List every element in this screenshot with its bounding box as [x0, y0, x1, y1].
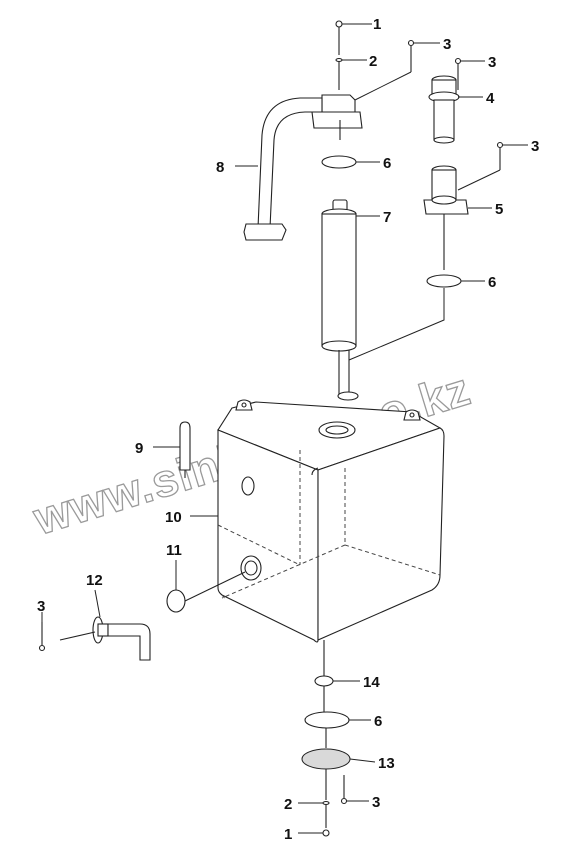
neck-leader — [348, 288, 445, 395]
callout-3-c: 3 — [531, 138, 539, 155]
callout-5: 5 — [495, 201, 503, 218]
filler-cap — [428, 75, 460, 144]
o-ring-upper — [321, 155, 357, 169]
screw-a — [354, 39, 415, 101]
screw-e — [340, 775, 348, 805]
callout-3-e: 3 — [372, 794, 380, 811]
screw-c — [457, 141, 504, 191]
callout-2-top: 2 — [369, 53, 377, 70]
o-ring-middle — [426, 274, 462, 288]
callout-6-b: 6 — [488, 274, 496, 291]
callout-3-b: 3 — [488, 54, 496, 71]
callout-2-bottom: 2 — [284, 796, 292, 813]
bottom-drain-assembly — [301, 640, 351, 837]
pipe-assembly — [243, 94, 363, 241]
callout-11: 11 — [166, 542, 182, 559]
callout-3-a: 3 — [443, 36, 451, 53]
callout-12: 12 — [86, 572, 103, 589]
callout-14: 14 — [363, 674, 380, 691]
suction-pipe — [59, 616, 151, 661]
callout-4: 4 — [486, 90, 495, 107]
o-ring-side — [166, 589, 186, 613]
callout-3-d: 3 — [37, 598, 45, 615]
callout-9: 9 — [135, 440, 143, 457]
callout-6-c: 6 — [374, 713, 382, 730]
callout-10: 10 — [165, 509, 182, 526]
filter-element — [321, 199, 357, 395]
callout-1-top: 1 — [373, 16, 381, 33]
callout-13: 13 — [378, 755, 395, 772]
callout-leaders — [41, 23, 528, 834]
filler-neck — [423, 165, 469, 270]
callout-6-a: 6 — [383, 155, 391, 172]
fuel-tank — [217, 391, 445, 643]
top-drain-bolt — [335, 20, 343, 90]
callout-1-bottom: 1 — [284, 826, 292, 843]
callout-8: 8 — [216, 159, 224, 176]
screw-b — [454, 57, 462, 90]
screw-d — [38, 622, 46, 652]
dipstick — [179, 421, 191, 478]
callout-7: 7 — [383, 209, 391, 226]
